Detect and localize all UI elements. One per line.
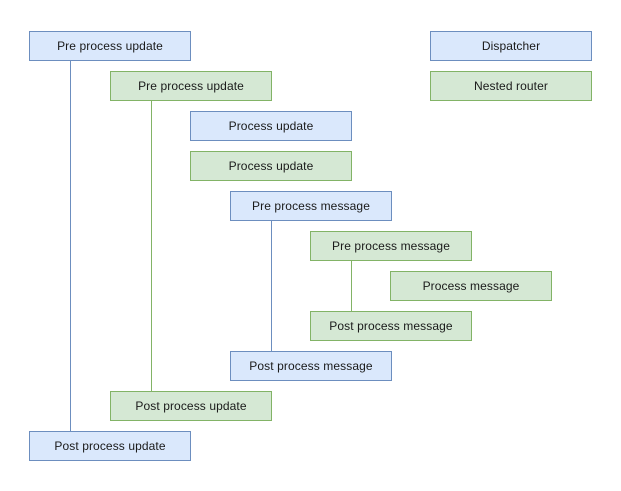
node-pre-process-update-router[interactable]: Pre process update xyxy=(110,71,272,101)
node-process-update-dispatcher[interactable]: Process update xyxy=(190,111,352,141)
node-process-update-router[interactable]: Process update xyxy=(190,151,352,181)
node-pre-process-message-dispatcher[interactable]: Pre process message xyxy=(230,191,392,221)
node-pre-process-message-router[interactable]: Pre process message xyxy=(310,231,472,261)
node-post-process-message-router[interactable]: Post process message xyxy=(310,311,472,341)
edge-outer-router xyxy=(151,100,152,391)
node-post-process-update-router[interactable]: Post process update xyxy=(110,391,272,421)
edge-inner-dispatcher xyxy=(271,220,272,351)
legend-item-nested-router[interactable]: Nested router xyxy=(430,71,592,101)
edge-inner-router xyxy=(351,260,352,311)
node-post-process-update-dispatcher[interactable]: Post process update xyxy=(29,431,191,461)
node-process-message-router[interactable]: Process message xyxy=(390,271,552,301)
edge-outer-dispatcher xyxy=(70,60,71,431)
node-pre-process-update-dispatcher[interactable]: Pre process update xyxy=(29,31,191,61)
legend-item-dispatcher[interactable]: Dispatcher xyxy=(430,31,592,61)
node-post-process-message-dispatcher[interactable]: Post process message xyxy=(230,351,392,381)
